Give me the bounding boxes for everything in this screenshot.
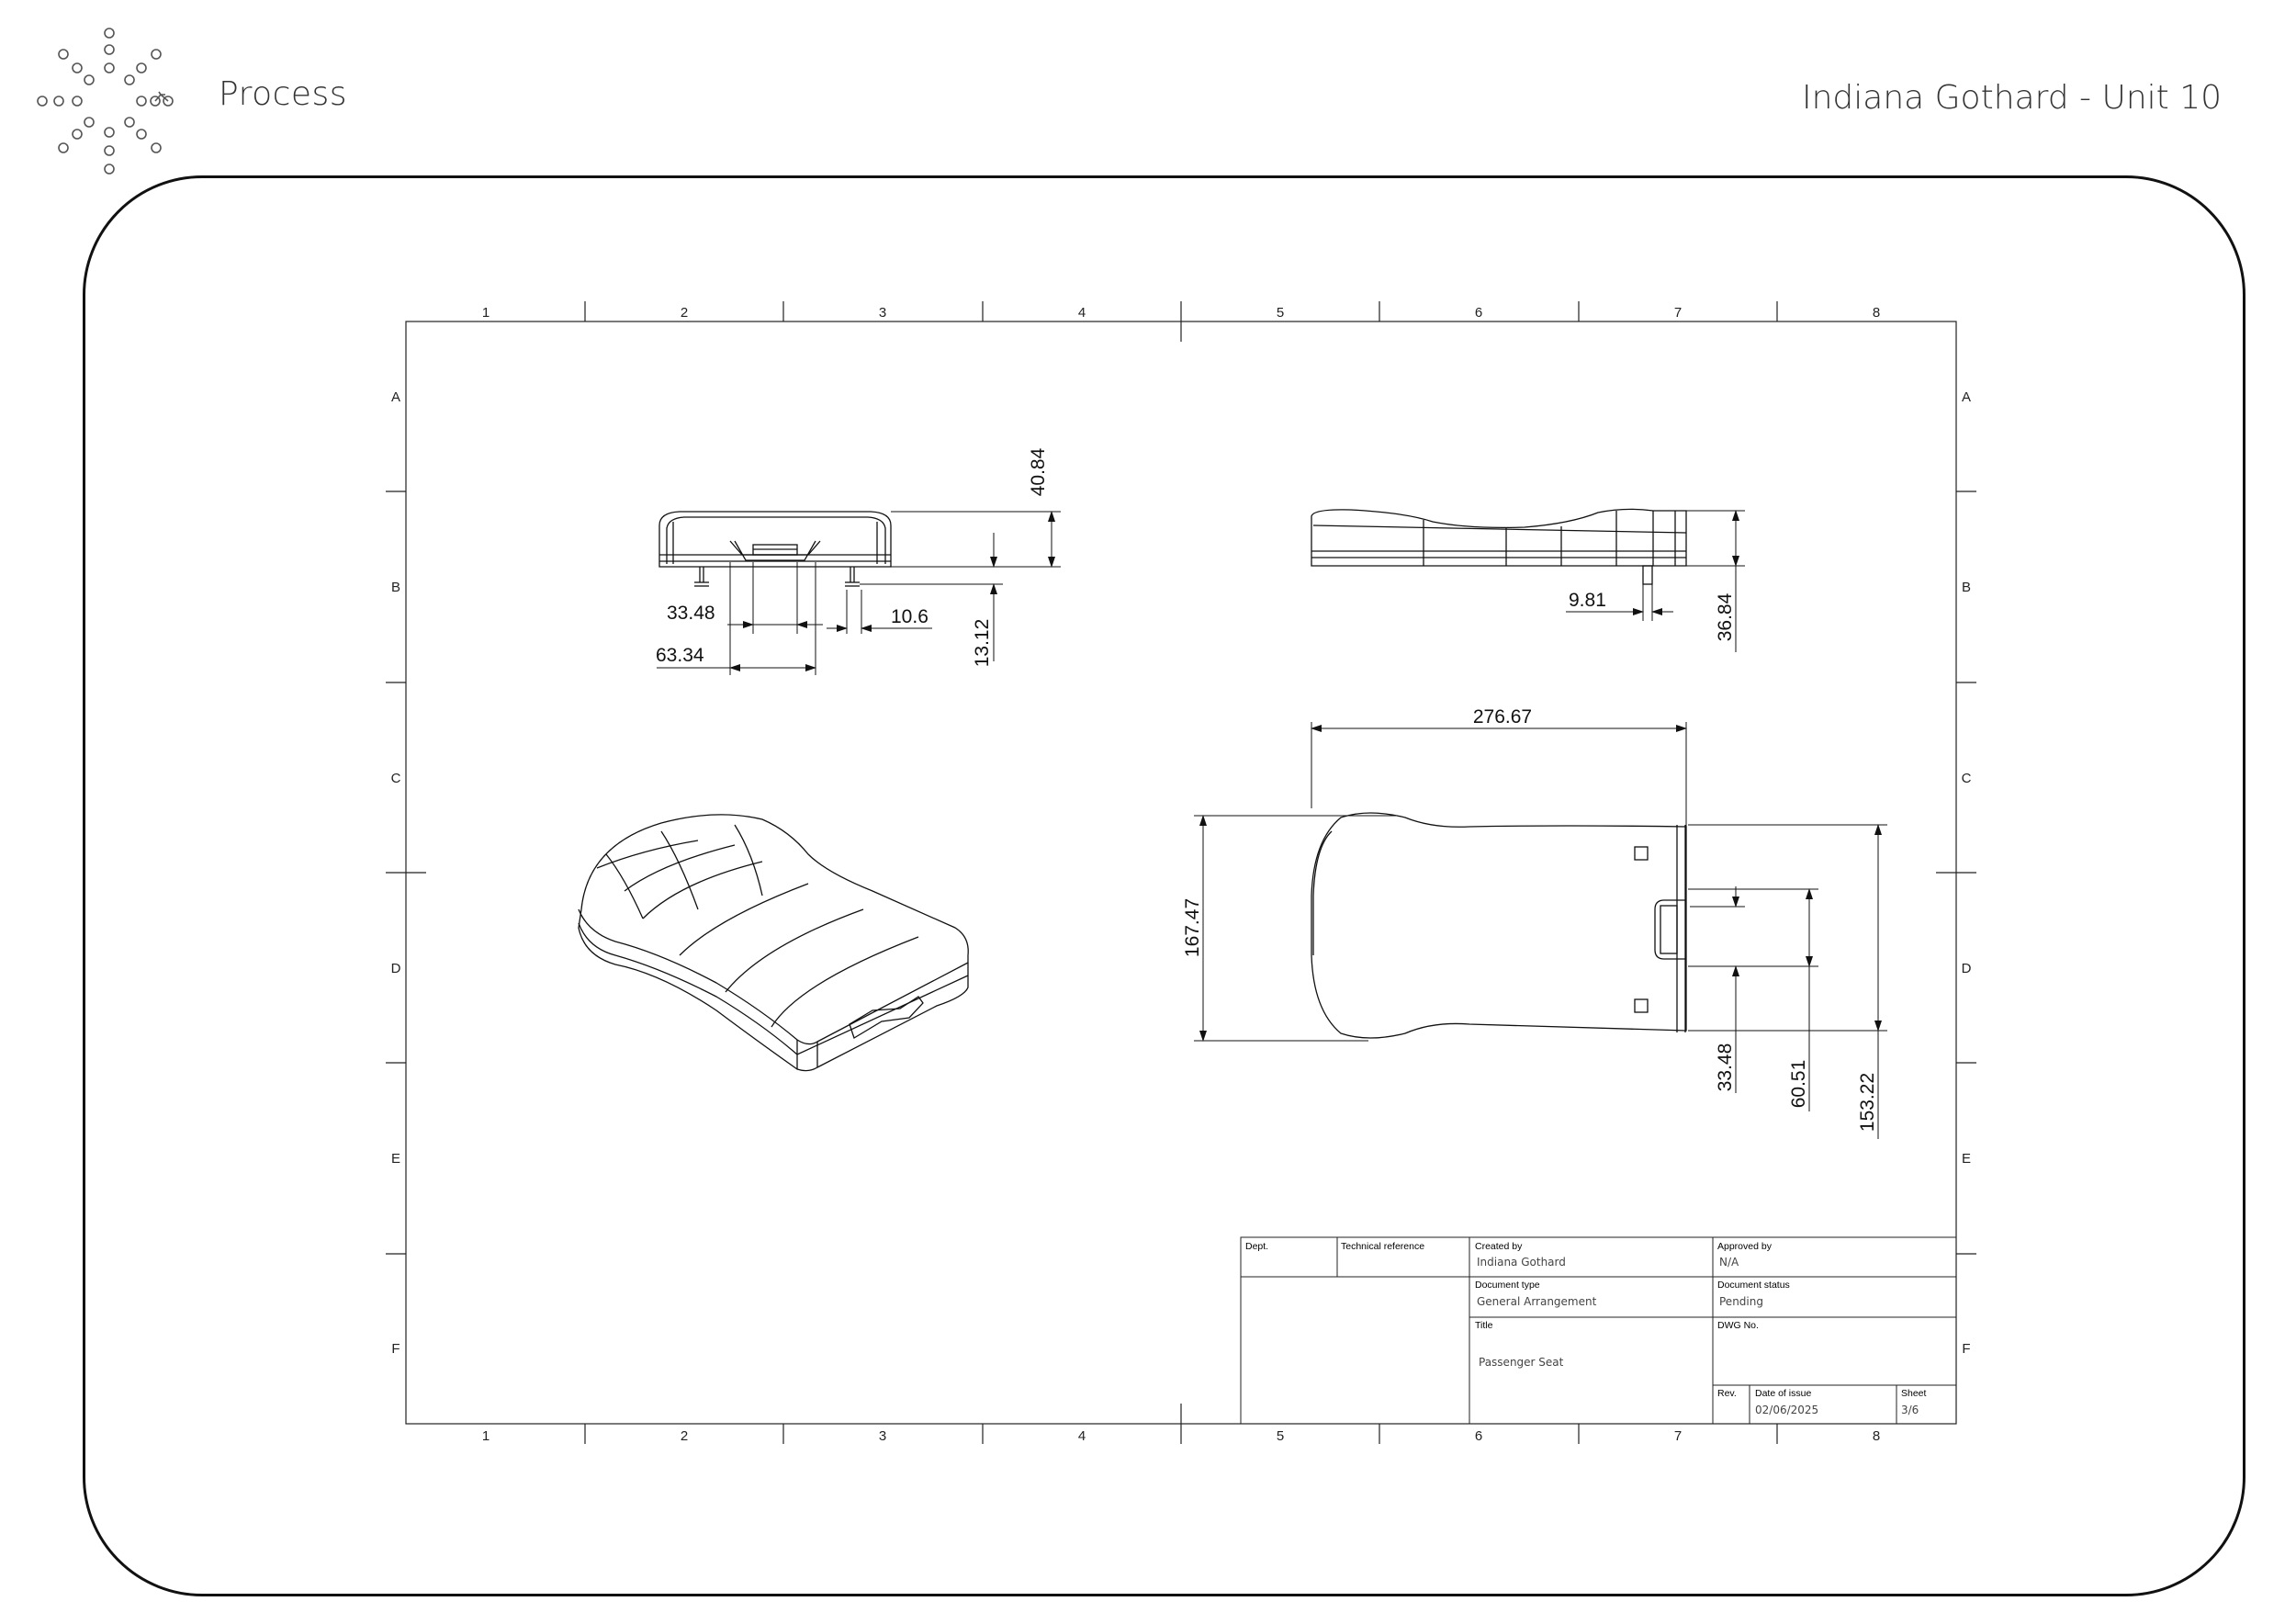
zone-col-top-7: 7 (1674, 305, 1682, 321)
tb-approved-by: N/A (1719, 1256, 1739, 1269)
front-elevation-view (658, 511, 892, 587)
dim-top-view-peg-height: 13.12 (972, 619, 993, 668)
tb-doc-type-label: Document type (1475, 1280, 1540, 1291)
zone-col-bottom-6: 6 (1475, 1428, 1482, 1444)
dim-plan-length: 276.67 (1473, 706, 1532, 727)
zone-col-bottom-2: 2 (681, 1428, 688, 1444)
tb-date: 02/06/2025 (1755, 1404, 1818, 1416)
zone-row-right-c: C (1962, 771, 1972, 786)
zone-row-left-a: A (391, 389, 400, 405)
dim-side-view-peg: 9.81 (1569, 590, 1606, 611)
tb-created-by-label: Created by (1475, 1241, 1523, 1252)
tb-sheet: 3/6 (1901, 1404, 1919, 1416)
zone-col-top-4: 4 (1078, 305, 1086, 321)
zone-col-bottom-1: 1 (482, 1428, 490, 1444)
zone-col-top-8: 8 (1873, 305, 1880, 321)
zone-row-left-c: C (391, 771, 401, 786)
side-elevation-dimensions (1566, 510, 1745, 652)
zone-col-top-3: 3 (879, 305, 886, 321)
dim-plan-clip: 33.48 (1715, 1043, 1736, 1092)
zone-col-bottom-3: 3 (879, 1428, 886, 1444)
title-block (1240, 1236, 1957, 1425)
dim-top-view-overall-slot: 63.34 (656, 645, 704, 666)
content-frame (83, 175, 2245, 1596)
zone-row-left-b: B (391, 580, 400, 595)
zone-col-top-2: 2 (681, 305, 688, 321)
dim-plan-rear-width: 153.22 (1857, 1073, 1878, 1132)
author-unit-label: Indiana Gothard - Unit 10 (1801, 79, 2222, 117)
dim-top-view-peg-width: 10.6 (891, 606, 929, 627)
section-title: Process (219, 75, 348, 113)
zone-row-left-d: D (391, 961, 401, 976)
zone-row-right-e: E (1962, 1151, 1971, 1167)
tb-approved-by-label: Approved by (1717, 1241, 1773, 1252)
zone-col-bottom-5: 5 (1277, 1428, 1284, 1444)
zone-row-left-f: F (391, 1341, 400, 1357)
plan-view-dimensions (1194, 722, 1887, 1139)
zone-row-right-d: D (1962, 961, 1972, 976)
dim-top-view-height: 40.84 (1028, 447, 1049, 496)
logo-icon (37, 28, 174, 175)
dim-top-view-clip-width: 33.48 (667, 603, 715, 624)
plan-view (1311, 812, 1687, 1039)
isometric-view (578, 814, 969, 1072)
tb-title: Passenger Seat (1479, 1356, 1564, 1369)
front-elevation-dimensions (657, 511, 1061, 675)
tb-rev-label: Rev. (1717, 1388, 1737, 1399)
zone-col-bottom-7: 7 (1674, 1428, 1682, 1444)
side-elevation-view (1311, 508, 1687, 585)
tb-sheet-label: Sheet (1901, 1388, 1927, 1399)
tb-doc-status: Pending (1719, 1295, 1763, 1308)
dim-side-view-height: 36.84 (1715, 592, 1736, 641)
zone-ticks (386, 301, 1976, 1444)
tb-date-label: Date of issue (1755, 1388, 1811, 1399)
tb-dept-label: Dept. (1245, 1241, 1268, 1252)
tb-title-label: Title (1475, 1320, 1493, 1331)
tb-dwg-label: DWG No. (1717, 1320, 1759, 1331)
zone-col-bottom-8: 8 (1873, 1428, 1880, 1444)
tb-doc-type: General Arrangement (1477, 1295, 1597, 1308)
dim-plan-width: 167.47 (1182, 898, 1203, 957)
zone-col-top-6: 6 (1475, 305, 1482, 321)
dim-plan-peg-spacing: 60.51 (1788, 1060, 1809, 1109)
zone-row-right-a: A (1962, 389, 1971, 405)
zone-col-bottom-4: 4 (1078, 1428, 1086, 1444)
zone-row-left-e: E (391, 1151, 400, 1167)
zone-row-right-b: B (1962, 580, 1971, 595)
tb-created-by: Indiana Gothard (1477, 1256, 1566, 1269)
zone-row-right-f: F (1962, 1341, 1970, 1357)
zone-col-top-5: 5 (1277, 305, 1284, 321)
tb-doc-status-label: Document status (1717, 1280, 1790, 1291)
zone-col-top-1: 1 (482, 305, 490, 321)
tb-tech-ref-label: Technical reference (1341, 1241, 1424, 1252)
